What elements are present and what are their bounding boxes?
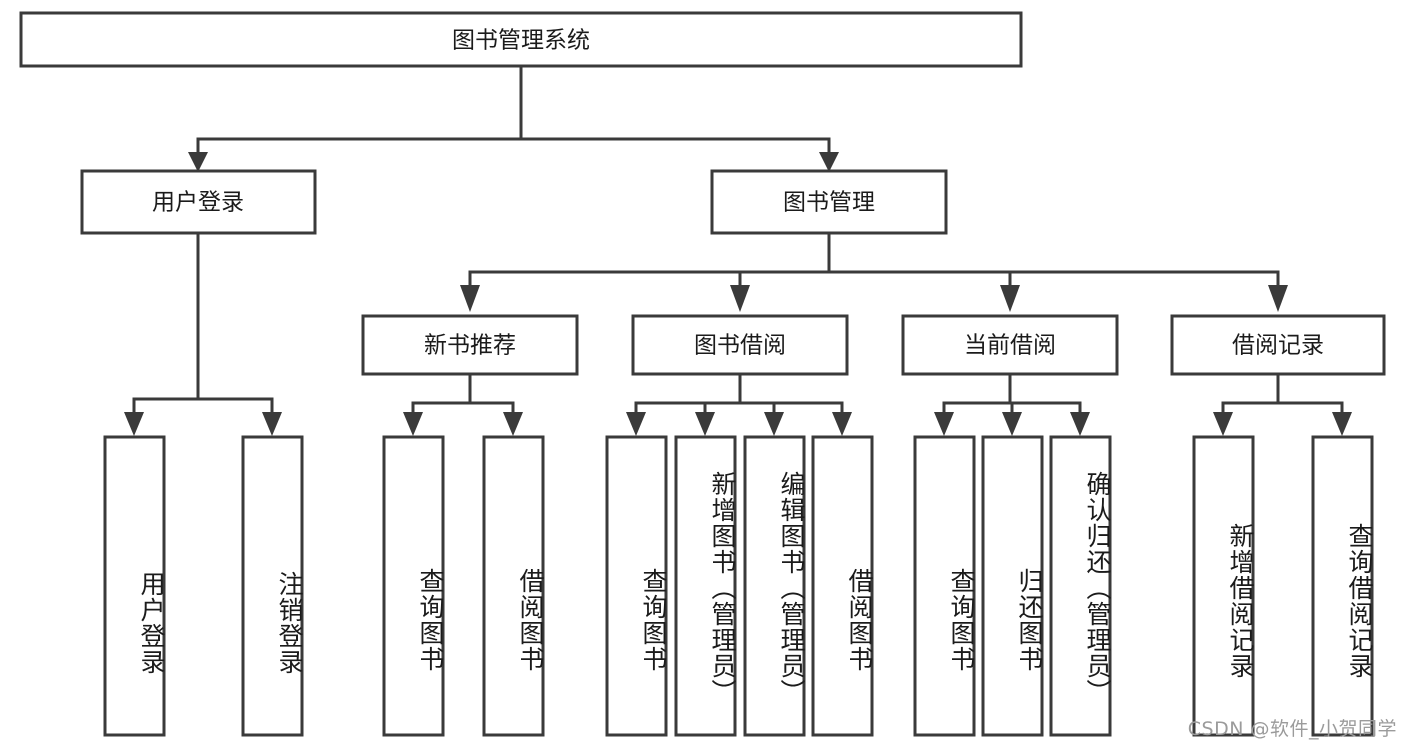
- node-current-borrow[interactable]: 当前借阅: [901, 314, 1119, 376]
- arrow-to-new-book-recommend: [460, 285, 480, 312]
- node-new-book-recommend[interactable]: 新书推荐: [361, 314, 579, 376]
- arrow-to-book-manage: [819, 152, 839, 172]
- connector-layer: [124, 64, 1352, 436]
- leaf-box-borrow-1[interactable]: [605, 435, 668, 737]
- leaf-box-current-1[interactable]: [913, 435, 976, 737]
- node-user-login-box[interactable]: [80, 169, 317, 235]
- leaf-box-record-1[interactable]: [1192, 435, 1255, 737]
- arrow-to-leaf-borrow-3: [764, 412, 784, 436]
- node-borrow-record[interactable]: 借阅记录: [1170, 314, 1386, 376]
- leaf-box-recommend-1[interactable]: [382, 435, 445, 737]
- node-book-manage-label: 图书管理: [783, 190, 875, 216]
- node-book-borrow-label: 图书借阅: [694, 333, 786, 359]
- arrow-to-leaf-borrow-2: [695, 412, 715, 436]
- edge-book-manage-to-bus: [468, 231, 1280, 293]
- node-book-manage-box[interactable]: [710, 169, 948, 235]
- leaf-box-recommend-2[interactable]: [482, 435, 545, 737]
- arrow-to-book-borrow: [730, 285, 750, 312]
- leaf-box-current-3[interactable]: [1049, 435, 1112, 737]
- arrow-to-leaf-logout: [262, 412, 282, 436]
- leaf-box-borrow-3[interactable]: [743, 435, 806, 737]
- leaf-box-current-2[interactable]: [981, 435, 1044, 737]
- edge-book-borrow-to-bus: [634, 373, 844, 420]
- edge-user-login-to-bus: [132, 231, 274, 420]
- node-user-login-label: 用户登录: [152, 190, 244, 216]
- leaf-box-user-login-1[interactable]: [103, 435, 166, 737]
- arrow-to-leaf-borrow-4: [832, 412, 852, 436]
- node-book-borrow[interactable]: 图书借阅: [631, 314, 849, 376]
- arrow-to-leaf-recommend-1: [403, 412, 423, 436]
- node-new-book-recommend-label: 新书推荐: [424, 333, 516, 359]
- node-borrow-record-label: 借阅记录: [1232, 333, 1324, 359]
- arrow-to-leaf-record-2: [1332, 412, 1352, 436]
- leaf-box-borrow-2[interactable]: [674, 435, 737, 737]
- edge-current-borrow-to-bus: [942, 373, 1082, 420]
- node-current-borrow-box[interactable]: [901, 314, 1119, 376]
- csdn-watermark: CSDN @软件_小贺同学: [1187, 718, 1397, 740]
- node-book-manage[interactable]: 图书管理: [710, 169, 948, 235]
- node-root[interactable]: 图书管理系统: [19, 11, 1023, 68]
- leaf-box-user-login-2[interactable]: [241, 435, 304, 737]
- arrow-to-leaf-current-2: [1002, 412, 1022, 436]
- arrow-to-leaf-recommend-2: [503, 412, 523, 436]
- arrow-to-leaf-record-1: [1213, 412, 1233, 436]
- arrow-to-leaf-current-1: [934, 412, 954, 436]
- node-user-login[interactable]: 用户登录: [80, 169, 317, 235]
- arrow-to-borrow-record: [1268, 285, 1288, 312]
- node-book-borrow-box[interactable]: [631, 314, 849, 376]
- node-borrow-record-box[interactable]: [1170, 314, 1386, 376]
- edge-recommend-to-bus: [411, 373, 515, 420]
- arrow-to-leaf-borrow-1: [626, 412, 646, 436]
- node-root-label: 图书管理系统: [452, 28, 590, 54]
- arrow-to-current-borrow: [1000, 285, 1020, 312]
- leaf-box-layer: [103, 435, 1374, 737]
- node-current-borrow-label: 当前借阅: [964, 333, 1056, 359]
- arrow-to-leaf-user-login: [124, 412, 144, 436]
- node-root-box[interactable]: [19, 11, 1023, 68]
- edge-root-to-bus: [196, 64, 831, 160]
- leaf-box-borrow-4[interactable]: [811, 435, 874, 737]
- arrow-to-leaf-current-3: [1070, 412, 1090, 436]
- node-new-book-recommend-box[interactable]: [361, 314, 579, 376]
- leaf-box-record-2[interactable]: [1311, 435, 1374, 737]
- edge-borrow-record-to-bus: [1221, 373, 1344, 420]
- arrow-to-user-login: [188, 152, 208, 172]
